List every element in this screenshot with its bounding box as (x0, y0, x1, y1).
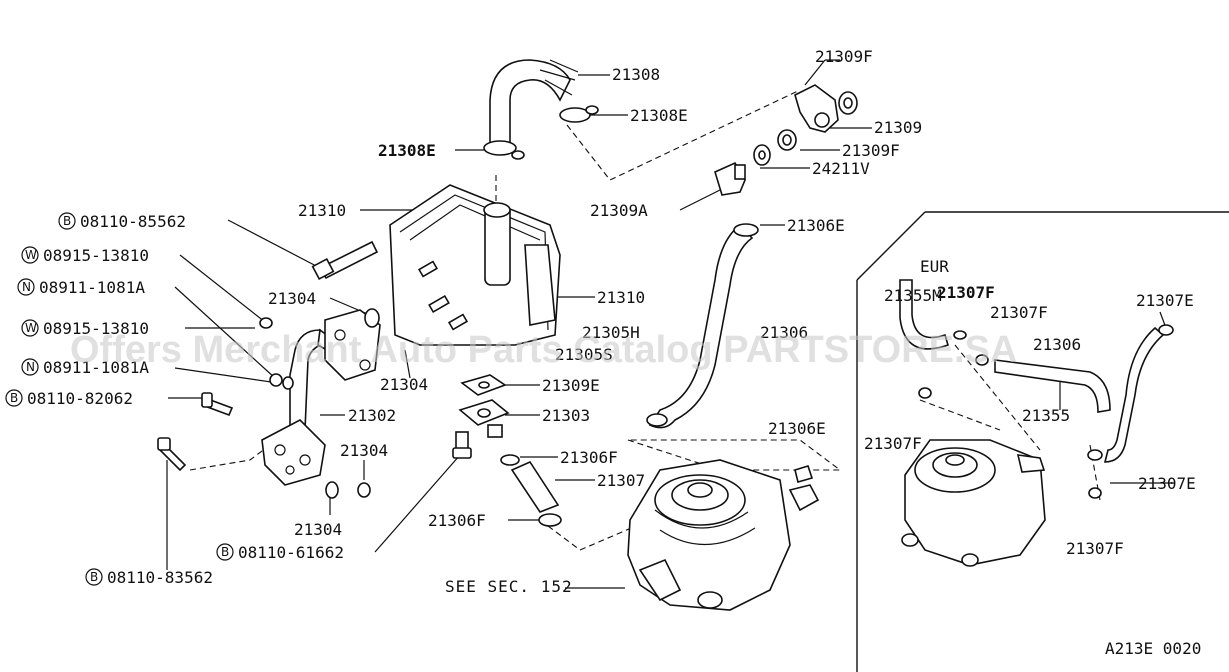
svg-text:08915-13810: 08915-13810 (43, 246, 149, 265)
pipe-21302 (261, 309, 381, 486)
label-21355M: 21355M (884, 286, 942, 305)
bolt-08110-85562 (311, 240, 379, 281)
clamps-eur (918, 324, 1174, 499)
bolt-08110-82062 (200, 392, 234, 417)
callout-w-08915-13810-b: W 08915-13810 (21, 319, 149, 338)
washers-left (259, 308, 380, 499)
label-21304-a: 21304 (268, 289, 316, 308)
eur-labels: EUR 21355M 21307F 21307F 21307E 21306 21… (864, 257, 1201, 658)
label-21310-right: 21310 (597, 288, 645, 307)
washer-21309F-b (777, 129, 797, 151)
label-21306E-mid: 21306E (768, 419, 826, 438)
label-21306F-b: 21306F (428, 511, 486, 530)
label-21307F-c: 21307F (864, 434, 922, 453)
label-21309E: 21309E (542, 376, 600, 395)
svg-text:W: W (25, 321, 37, 335)
label-21310-top: 21310 (298, 201, 346, 220)
svg-text:08110-61662: 08110-61662 (238, 543, 344, 562)
label-21306F-a: 21306F (560, 448, 618, 467)
callout-b-08110-82062: B 08110-82062 (5, 389, 133, 408)
label-21309: 21309 (874, 118, 922, 137)
housing-21310 (389, 184, 561, 346)
label-21307F-b: 21307F (990, 303, 1048, 322)
svg-text:B: B (63, 214, 71, 228)
studs (417, 260, 469, 331)
label-21304-c: 21304 (340, 441, 388, 460)
label-21303: 21303 (542, 406, 590, 425)
svg-text:08911-1081A: 08911-1081A (43, 358, 149, 377)
label-21306: 21306 (760, 323, 808, 342)
leader-lines (166, 59, 1175, 589)
callout-n-08911-1081A-b: N 08911-1081A (21, 358, 149, 377)
hose-21355M (899, 279, 949, 350)
svg-text:B: B (10, 391, 18, 405)
hose-21355 (994, 359, 1111, 413)
watermark: Offers Merchant Auto Parts Catalog PARTS… (70, 329, 1017, 371)
hose-21306 (646, 223, 759, 429)
flange-21303 (458, 399, 510, 438)
svg-text:W: W (25, 248, 37, 262)
valve-21309 (794, 84, 839, 133)
svg-text:B: B (90, 570, 98, 584)
washer-21309F-a (838, 91, 858, 115)
label-21309F-top: 21309F (815, 47, 873, 66)
svg-text:B: B (221, 545, 229, 559)
label-see-sec: SEE SEC. 152 (445, 577, 573, 596)
hose-21307 (500, 454, 562, 527)
reference-code: A213E 0020 (1105, 639, 1201, 658)
label-21309A: 21309A (590, 201, 648, 220)
svg-text:N: N (26, 360, 35, 374)
label-21304-b: 21304 (380, 375, 428, 394)
svg-text:08915-13810: 08915-13810 (43, 319, 149, 338)
label-21309F-mid: 21309F (842, 141, 900, 160)
callout-b-08110-83562: B 08110-83562 (85, 568, 213, 587)
plug-21309A (714, 161, 746, 196)
label-21307F-d: 21307F (1066, 539, 1124, 558)
label-21302: 21302 (348, 406, 396, 425)
label-21306-eur: 21306 (1033, 335, 1081, 354)
svg-text:08110-82062: 08110-82062 (27, 389, 133, 408)
label-21305H: 21305H (582, 323, 640, 342)
washer-24211V (753, 144, 771, 166)
label-21304-d: 21304 (294, 520, 342, 539)
bolt-08110-61662 (452, 431, 472, 459)
callout-w-08915-13810-a: W 08915-13810 (21, 246, 149, 265)
svg-text:08911-1081A: 08911-1081A (39, 278, 145, 297)
label-21308E-left: 21308E (378, 141, 436, 160)
hose-21306-eur (1103, 326, 1165, 463)
label-21305S: 21305S (555, 345, 613, 364)
label-21307F-a: 21307F (937, 283, 995, 302)
gasket-21309E (460, 374, 507, 396)
clamp-21308E-b (559, 105, 599, 123)
clamp-21308E-a (483, 140, 525, 160)
label-21308E-right: 21308E (630, 106, 688, 125)
oil-cooler-eur (901, 439, 1046, 567)
label-24211V: 24211V (812, 159, 870, 178)
label-21307E-bottom: 21307E (1138, 474, 1196, 493)
part-labels: 21308 21308E 21308E 21309F 21309 21309F … (268, 47, 922, 596)
bolt-08110-83562 (157, 437, 187, 472)
label-21355: 21355 (1022, 406, 1070, 425)
label-21307: 21307 (597, 471, 645, 490)
label-21306E-top: 21306E (787, 216, 845, 235)
svg-text:N: N (22, 280, 31, 294)
svg-text:08110-85562: 08110-85562 (80, 212, 186, 231)
oil-cooler-main (627, 459, 820, 611)
callout-b-08110-61662: B 08110-61662 (216, 543, 344, 562)
svg-text:08110-83562: 08110-83562 (107, 568, 213, 587)
label-21307E-top: 21307E (1136, 291, 1194, 310)
callout-n-08911-1081A-a: N 08911-1081A (17, 278, 145, 297)
hose-21308 (489, 59, 579, 146)
callout-b-08110-85562: B 08110-85562 (58, 212, 186, 231)
label-21308: 21308 (612, 65, 660, 84)
eur-inset (856, 211, 1229, 672)
label-eur: EUR (920, 257, 949, 276)
circled-callouts: B 08110-85562 W 08915-13810 N 08911-1081… (5, 212, 344, 587)
